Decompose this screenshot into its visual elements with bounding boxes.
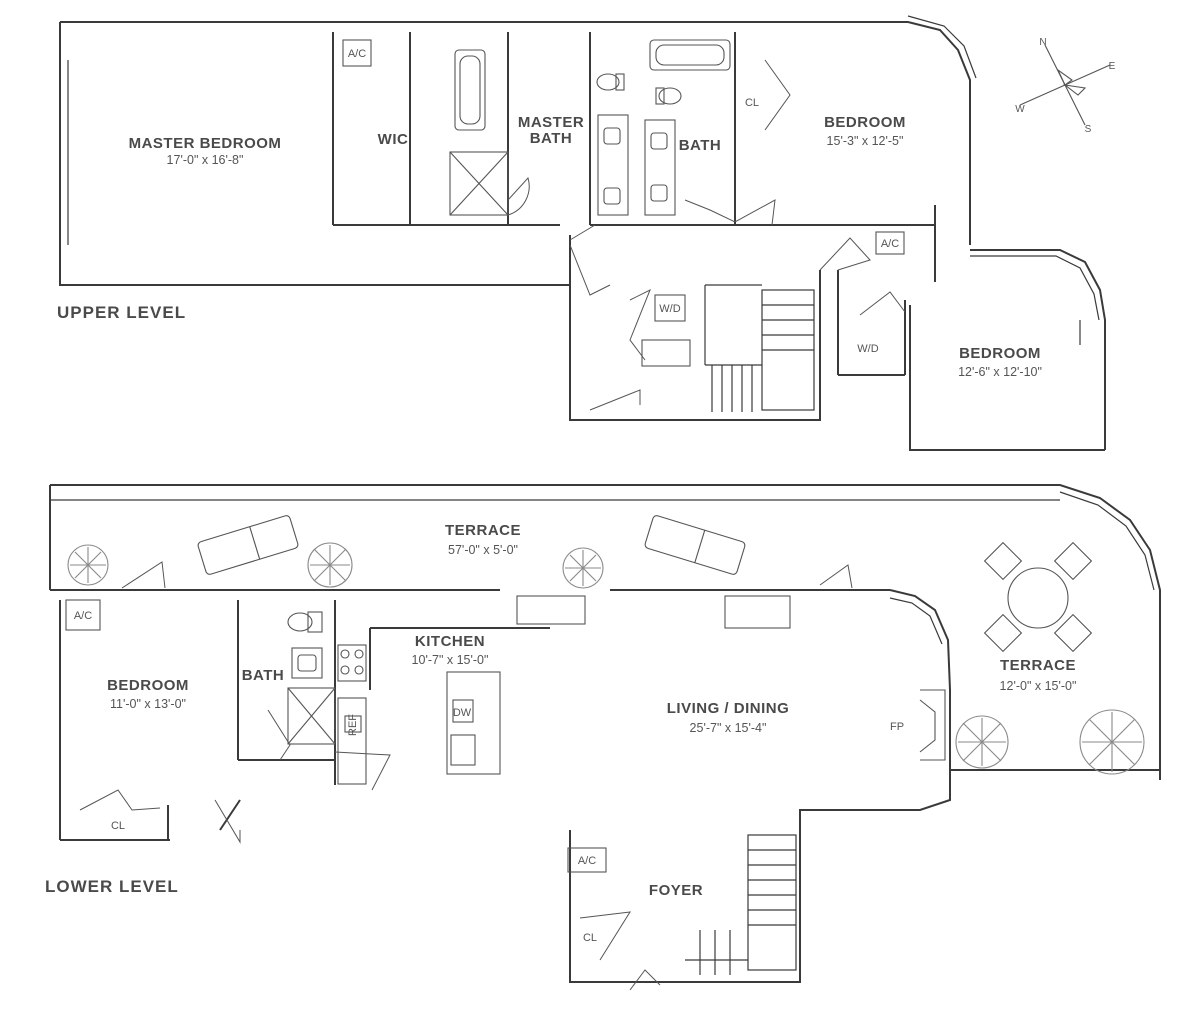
terrace-corner-dim: 12'-0" x 15'-0" <box>1000 679 1077 693</box>
closet-label: CL <box>745 97 759 109</box>
bath-lower-label: BATH <box>242 667 285 684</box>
master-bedroom-name: MASTER BEDROOM <box>129 135 282 152</box>
terrace-corner-name: TERRACE <box>1000 657 1076 674</box>
ac-label-3: A/C <box>74 610 92 622</box>
bedroom-3-name: BEDROOM <box>959 345 1041 362</box>
lower-level-title: LOWER LEVEL <box>45 877 179 896</box>
upper-level-walls <box>59 15 1106 451</box>
bedroom-lower-name: BEDROOM <box>107 677 189 694</box>
master-bedroom-dim: 17'-0" x 16'-8" <box>167 153 244 167</box>
ac-label-4: A/C <box>578 855 596 867</box>
kitchen-dim: 10'-7" x 15'-0" <box>412 653 489 667</box>
compass-icon: N E S W <box>1015 37 1115 135</box>
compass-e: E <box>1109 61 1116 72</box>
upper-level-title: UPPER LEVEL <box>57 303 186 322</box>
wd-label-upper: W/D <box>659 303 680 315</box>
lower-level-walls <box>49 484 1161 983</box>
compass-n: N <box>1039 37 1046 48</box>
compass-w: W <box>1015 104 1025 115</box>
ref-label: REF <box>347 714 359 736</box>
compass-s: S <box>1085 124 1092 135</box>
plant-icons <box>67 542 1145 775</box>
master-bath-label-1: MASTER <box>518 114 584 131</box>
ac-label-2: A/C <box>881 238 899 250</box>
wic-2-label: W/D <box>857 343 878 355</box>
upper-level-doors <box>507 59 906 411</box>
ac-label-1: A/C <box>348 48 366 60</box>
master-bath-label-2: BATH <box>530 130 573 147</box>
wic-label: WIC <box>378 131 409 148</box>
terrace-long-dim: 57'-0" x 5'-0" <box>448 543 518 557</box>
foyer-label: FOYER <box>649 882 703 899</box>
terrace-long-name: TERRACE <box>445 522 521 539</box>
bedroom-2-name: BEDROOM <box>824 114 906 131</box>
kitchen-name: KITCHEN <box>415 633 485 650</box>
living-dining-dim: 25'-7" x 15'-4" <box>690 721 767 735</box>
bedroom-lower-dim: 11'-0" x 13'-0" <box>110 697 186 711</box>
fp-label: FP <box>890 721 904 733</box>
bedroom-3-dim: 12'-6" x 12'-10" <box>958 365 1042 379</box>
dw-label: DW <box>453 707 472 719</box>
lower-level-fixtures <box>65 515 1093 873</box>
cl-foyer-label: CL <box>583 932 597 944</box>
lower-level-doors <box>79 561 853 991</box>
living-dining-name: LIVING / DINING <box>667 700 790 717</box>
cl-lower-label: CL <box>111 820 125 832</box>
bath-label: BATH <box>679 137 722 154</box>
upper-level-fixtures <box>342 39 905 367</box>
bedroom-2-dim: 15'-3" x 12'-5" <box>827 134 904 148</box>
